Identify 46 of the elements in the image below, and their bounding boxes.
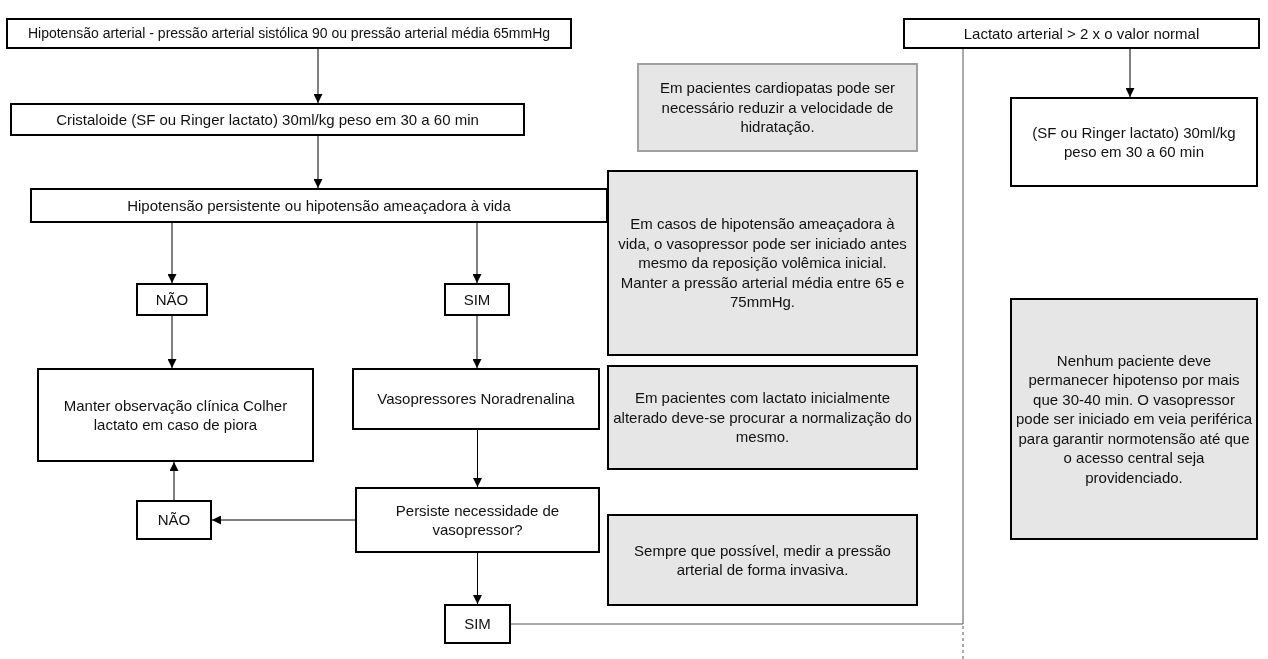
node-text: Em pacientes com lactato inicialmente alterado deve-se procurar a normalização do mesmo. — [613, 388, 912, 447]
process-box — [903, 18, 1260, 49]
connector-line — [510, 48, 964, 625]
arrow — [167, 315, 177, 369]
node-text: (SF ou Ringer lactato) 30ml/kg peso em 30 a 60 min — [1031, 122, 1237, 162]
arrow — [313, 135, 323, 189]
node-text: Manter observação clínica Colher lactato em caso de piora — [62, 395, 289, 435]
node-text: NÃO — [157, 510, 191, 530]
node-text: Hipotensão arterial - pressão arterial sistólica 90 ou pressão arterial média 65mmHg — [27, 24, 551, 43]
note-box — [607, 514, 918, 606]
node-text: Vasopressores Noradrenalina — [377, 389, 575, 409]
note-box — [637, 63, 918, 152]
answer-box — [136, 283, 208, 316]
arrow — [1125, 48, 1135, 98]
node-text: SIM — [463, 289, 491, 310]
decision-box — [355, 487, 600, 553]
answer-box — [136, 500, 212, 540]
process-box — [1010, 97, 1258, 187]
arrow — [169, 461, 179, 501]
node-text: Sempre que possível, medir a pressão arterial de forma invasiva. — [633, 540, 892, 580]
node-text: SIM — [464, 614, 491, 634]
node-text: NÃO — [155, 289, 189, 310]
process-box — [30, 188, 608, 223]
arrow — [473, 552, 482, 605]
process-box — [352, 368, 600, 430]
node-text: Persiste necessidade de vasopressor? — [394, 500, 561, 540]
arrow — [472, 222, 482, 284]
arrow — [472, 315, 482, 369]
answer-box — [444, 283, 510, 316]
node-text: Hipotensão persistente ou hipotensão ameaçadora à vida — [127, 195, 511, 216]
process-box — [10, 103, 525, 136]
node-text: Lactato arterial > 2 x o valor normal — [963, 23, 1200, 44]
node-text: Cristaloide (SF ou Ringer lactato) 30ml/kg peso em 30 a 60 min — [56, 109, 479, 130]
node-text: Em casos de hipotensão ameaçadora à vida, o vasopressor pode ser iniciado antes mesmo da reposição volêmica inicial. Manter a pressão arterial média entre 65 e 75mmHg. — [617, 214, 908, 312]
node-text: Nenhum paciente deve permanecer hipotenso por mais que 30-40 min. O vasopressor pode ser iniciado em veia periférica para garantir normotensão até que o acesso central seja providenciado. — [1016, 350, 1252, 488]
process-box — [6, 18, 572, 49]
arrow — [167, 222, 177, 284]
arrow — [313, 48, 323, 104]
note-box — [607, 170, 918, 356]
node-text: Em pacientes cardiopatas pode ser necessário reduzir a velocidade de hidratação. — [658, 78, 897, 137]
arrow — [211, 515, 356, 525]
arrow — [473, 429, 482, 488]
process-box — [37, 368, 314, 462]
note-box — [1010, 298, 1258, 540]
answer-box — [444, 604, 511, 644]
note-box — [607, 365, 918, 470]
